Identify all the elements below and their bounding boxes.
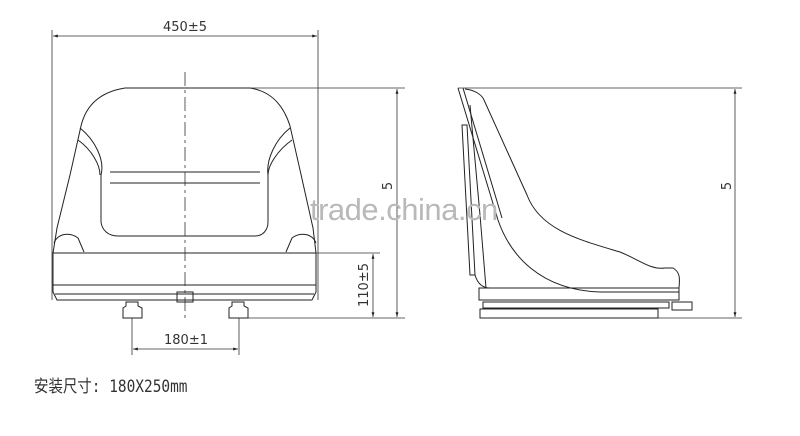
- front-view: 450±5 180±1 110±5 5: [51, 20, 405, 355]
- mount-spacing-label: 180±1: [164, 333, 208, 348]
- seat-base: [52, 252, 317, 301]
- mounting-dimensions-caption: 安装尺寸: 180X250mm: [34, 377, 188, 397]
- height-label-side: 5: [720, 182, 735, 190]
- side-view: 5: [457, 87, 742, 319]
- seat-side-profile: [457, 87, 679, 293]
- mount-foot-left: [122, 301, 143, 319]
- base-height-label: 110±5: [357, 263, 372, 307]
- seat-back-outline: [125, 87, 317, 254]
- height-label-front: 5: [381, 182, 396, 190]
- watermark: trade.china.cn: [310, 192, 498, 227]
- side-base-plate: [478, 287, 680, 301]
- width-label: 450±5: [163, 20, 207, 35]
- mount-foot-right: [228, 301, 249, 319]
